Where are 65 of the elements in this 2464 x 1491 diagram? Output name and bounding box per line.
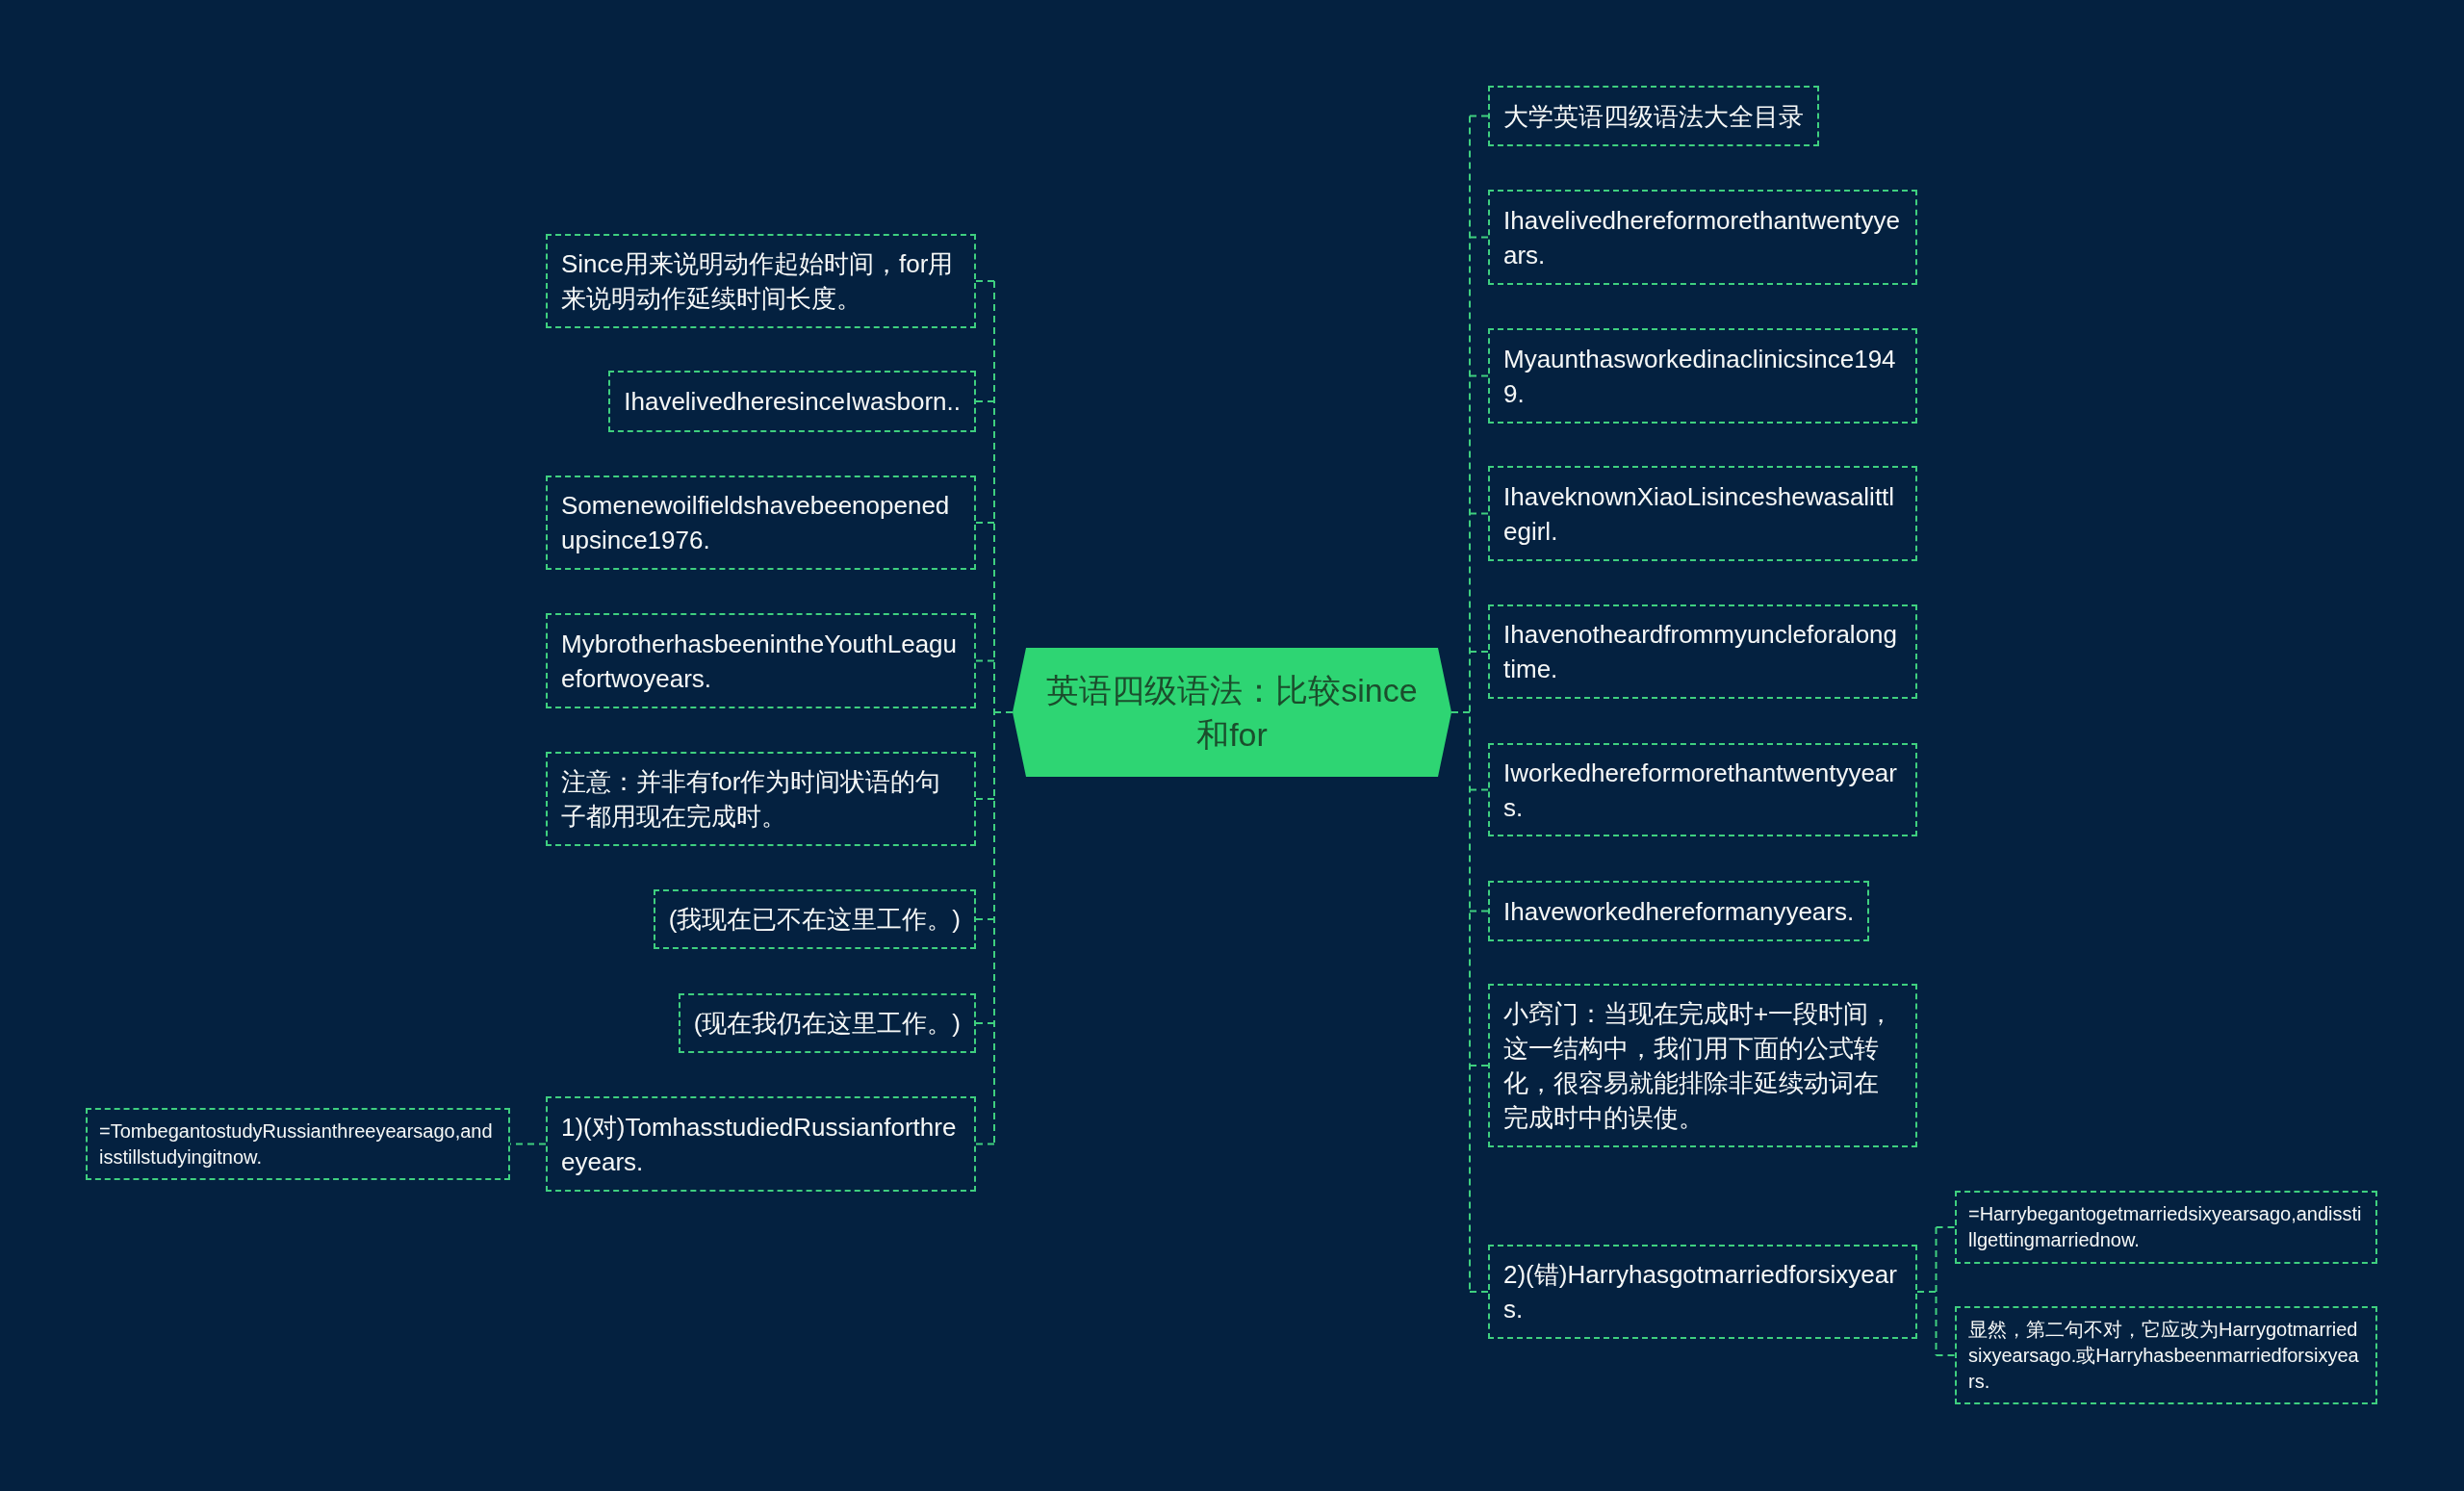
connector-line (993, 280, 1014, 1145)
connector-line (975, 659, 995, 662)
connector-line (1935, 1354, 1956, 1356)
connector-line (1469, 910, 1489, 913)
connector-line (975, 522, 995, 524)
branch-text: IhavelivedheresinceIwasborn.. (624, 386, 961, 418)
branch-card (546, 613, 976, 708)
central-topic (1013, 648, 1451, 777)
branch-card (1488, 466, 1917, 561)
connector-line (1469, 651, 1489, 653)
connector-line (1916, 1226, 1938, 1356)
branch-card (1488, 743, 1917, 836)
branch-text: 大学英语四级语法大全目录 (1503, 100, 1804, 133)
topic-text: 英语四级语法：比较since和for (1045, 671, 1419, 755)
connector-line (1469, 788, 1489, 791)
branch-text: =TombegantostudyRussianthreeyearsago,andisstillstudyingitnow. (99, 1118, 494, 1170)
branch-card (653, 889, 976, 949)
branch-card (1488, 604, 1917, 699)
branch-text: Somenewoilfieldshavebeenopenedupsince1976. (561, 490, 951, 556)
branch-text: Ihavenotheardfrommyuncleforalongtime. (1503, 619, 1899, 685)
branch-card (1955, 1191, 2377, 1264)
branch-text: Iworkedhereformorethantwentyyears. (1503, 757, 1898, 824)
branch-text: 显然，第二句不对，它应改为Harrygotmarriedsixyearsago.或Harryhasbeenmarriedforsixyears. (1968, 1317, 2360, 1394)
connector-line (1469, 236, 1489, 239)
branch-card (1488, 190, 1917, 285)
connector-line (1935, 1226, 1956, 1228)
connector-line (1469, 1065, 1489, 1067)
branch-text: Ihavelivedhereformorethantwentyyears. (1503, 204, 1901, 271)
branch-text: =Harrybegantogetmarriedsixyearsago,andisstillgettingmarriednow. (1968, 1202, 2363, 1252)
branch-text: IhaveknownXiaoLisinceshewasalittlegirl. (1503, 480, 1896, 548)
branch-text: Ihaveworkedhereformanyyears. (1503, 895, 1855, 928)
branch-text: 1)(对)TomhasstudiedRussianforthreeyears. (561, 1111, 958, 1178)
connector-line (509, 1143, 547, 1145)
branch-card (546, 234, 976, 328)
connector-line (975, 798, 995, 800)
connector-line (975, 918, 995, 920)
branch-card (1955, 1306, 2377, 1404)
connector-line (975, 1143, 995, 1145)
branch-card (1488, 1245, 1917, 1339)
branch-text: 2)(错)Harryhasgotmarriedforsixyears. (1503, 1259, 1898, 1325)
branch-card (86, 1108, 510, 1180)
connector-line (1469, 512, 1489, 515)
connector-line (975, 1022, 995, 1024)
branch-text: (现在我仍在这里工作。) (693, 1008, 961, 1040)
branch-text: Since用来说明动作起始时间，for用来说明动作延续时间长度。 (561, 248, 955, 315)
branch-text: 小窍门：当现在完成时+一段时间，这一结构中，我们用下面的公式转化，很容易就能排除非延续动词在完成时中的误使。 (1503, 998, 1895, 1134)
branch-text: 注意：并非有for作为时间状语的句子都用现在完成时。 (561, 766, 942, 833)
branch-card (678, 993, 976, 1053)
branch-card (546, 752, 976, 846)
branch-card (608, 371, 976, 432)
branch-card (1488, 984, 1917, 1147)
connector-line (1469, 1291, 1489, 1293)
branch-card (1488, 86, 1819, 146)
branch-text: MybrotherhasbeenintheYouthLeaguefortwoyears. (561, 628, 959, 695)
branch-text: (我现在已不在这里工作。) (668, 904, 961, 936)
branch-card (546, 476, 976, 570)
connector-line (975, 280, 995, 282)
branch-card (1488, 328, 1917, 424)
branch-text: Myaunthasworkedinaclinicsince1949. (1503, 343, 1897, 410)
connector-line (975, 400, 995, 402)
connector-line (1450, 115, 1471, 1293)
branch-card (1488, 881, 1870, 941)
connector-line (1469, 374, 1489, 377)
connector-line (1469, 115, 1489, 117)
branch-card (546, 1096, 976, 1192)
